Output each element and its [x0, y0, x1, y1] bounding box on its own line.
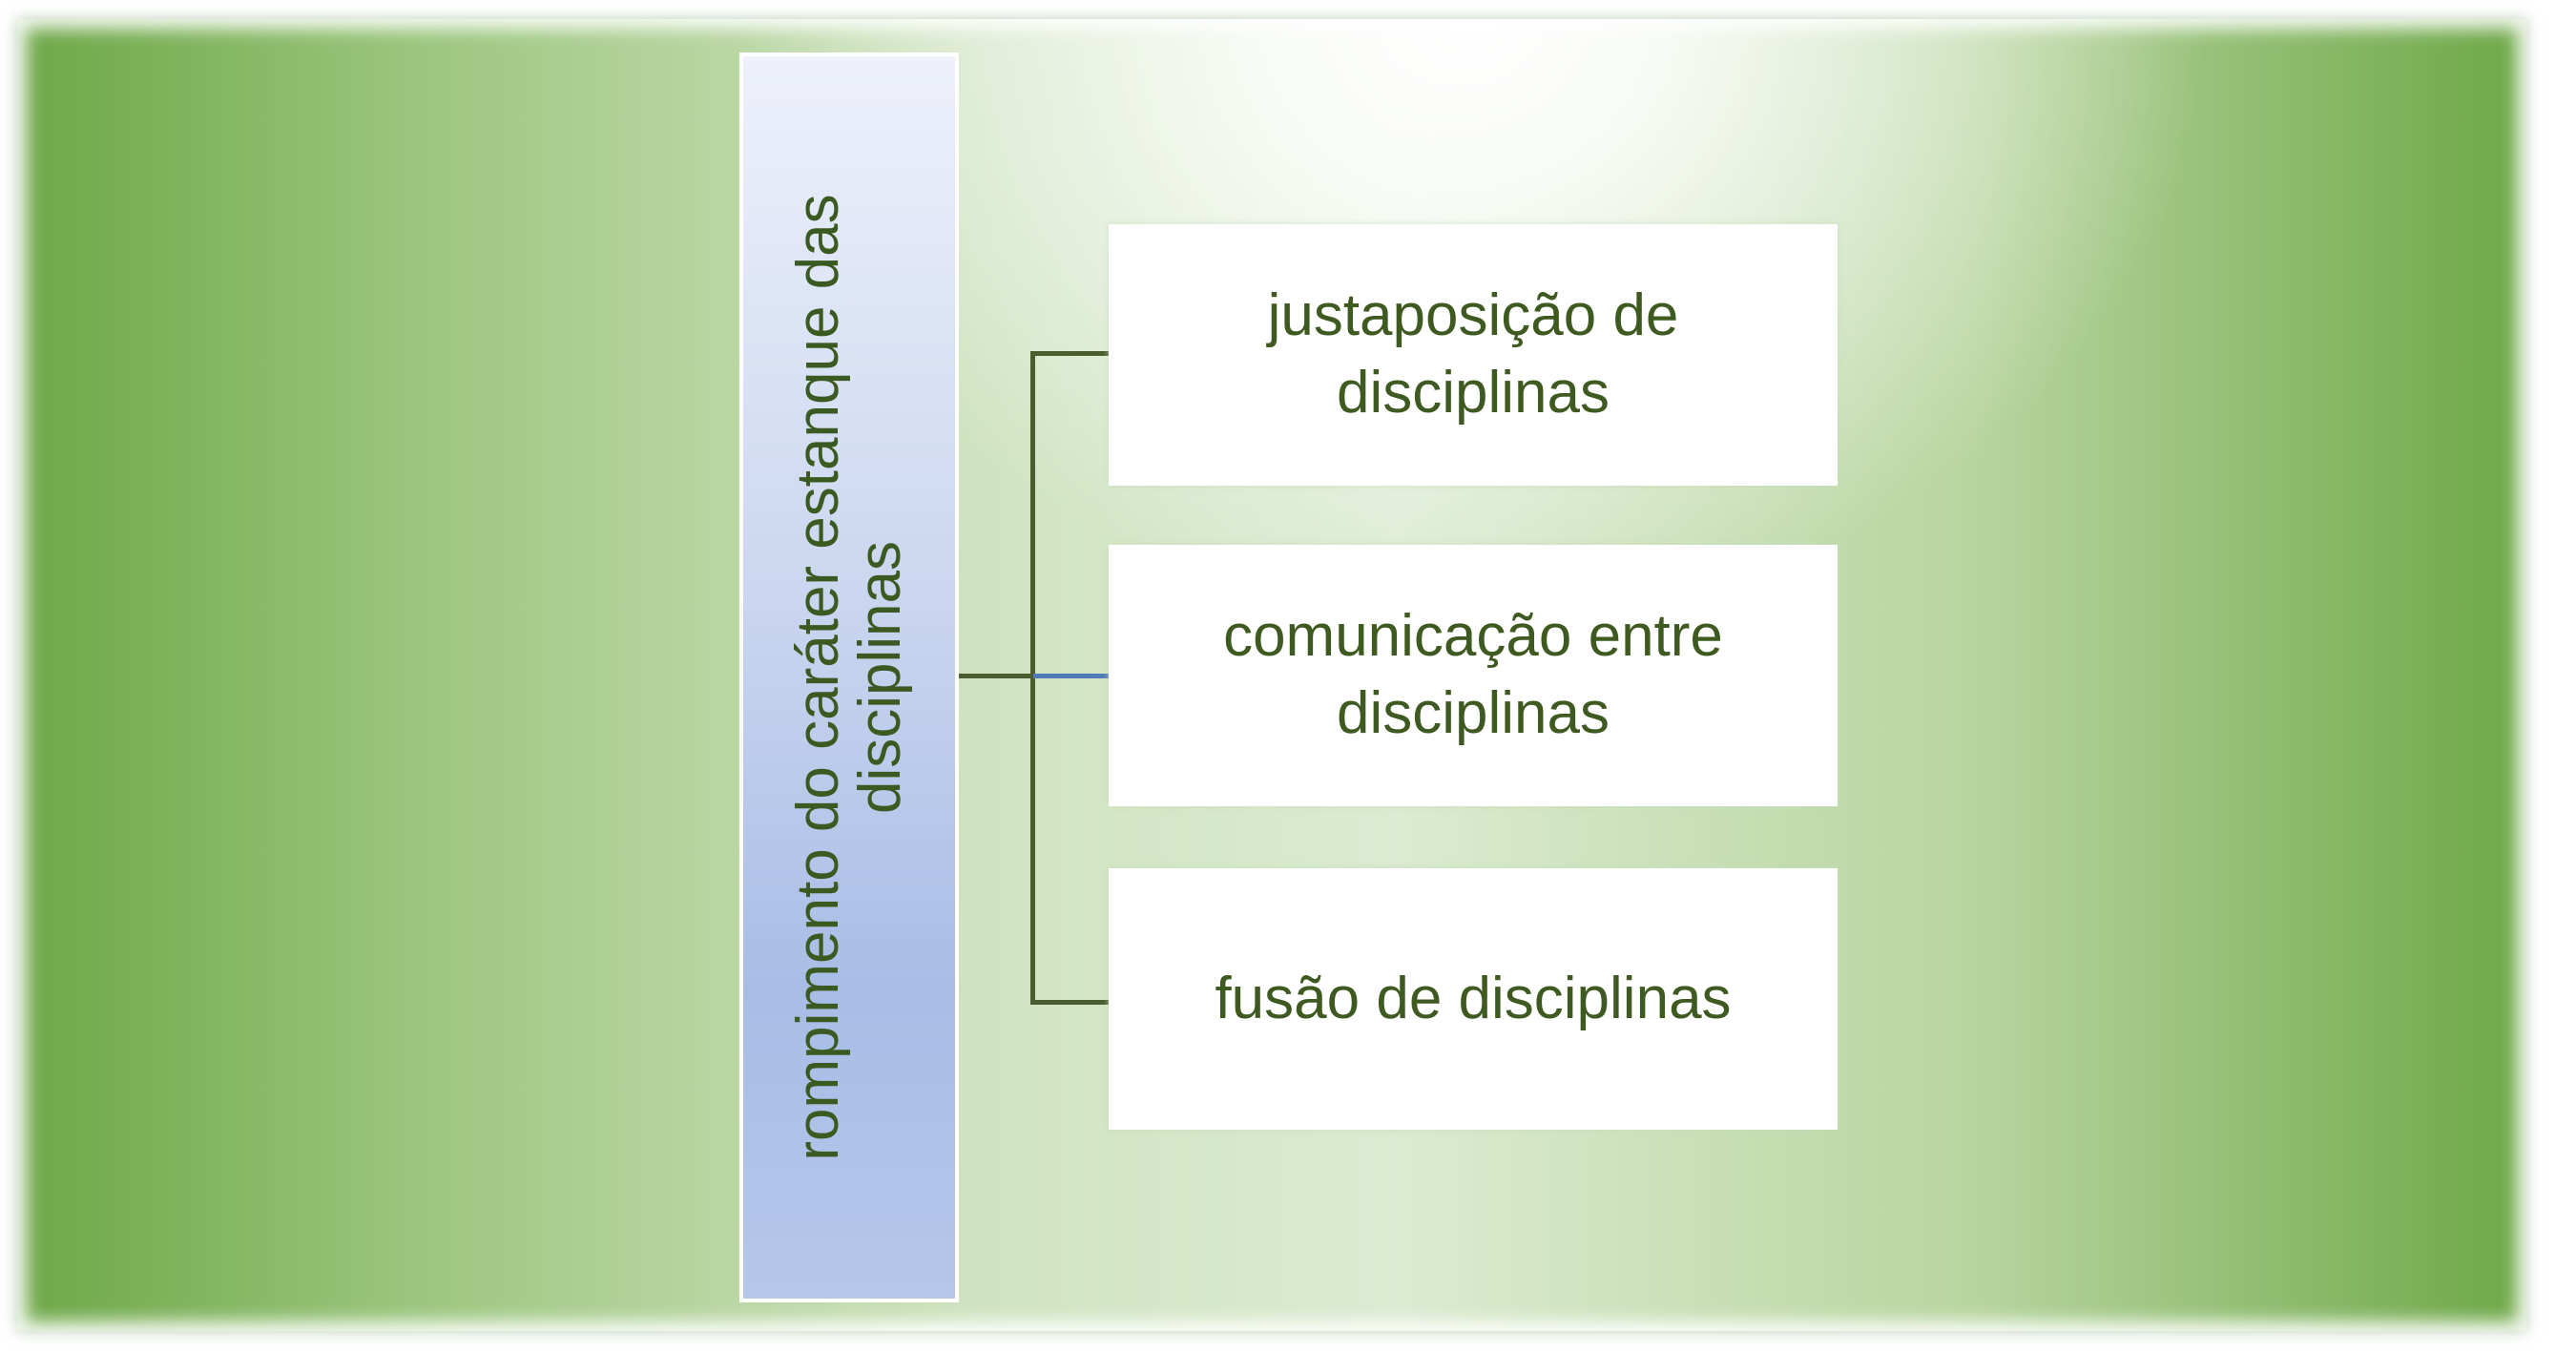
- connector-branch-2: [1033, 674, 1109, 678]
- child-node-comunicacao: comunicação entre disciplinas: [1109, 545, 1838, 806]
- connector-root-stem: [959, 674, 1033, 678]
- connector-branch-3: [1030, 1000, 1109, 1005]
- child-node-label: comunicação entre disciplinas: [1223, 603, 1723, 746]
- root-node-label: rompimento do caráter estanque das disci…: [784, 194, 913, 1161]
- child-node-justaposicao: justaposição de disciplinas: [1109, 224, 1838, 486]
- connector-vertical-bus: [1030, 351, 1035, 1005]
- child-node-label: fusão de disciplinas: [1215, 965, 1732, 1031]
- child-node-label: justaposição de disciplinas: [1267, 282, 1679, 426]
- connector-branch-1: [1030, 351, 1109, 356]
- root-node: rompimento do caráter estanque das disci…: [739, 52, 959, 1302]
- child-node-fusao: fusão de disciplinas: [1109, 868, 1838, 1130]
